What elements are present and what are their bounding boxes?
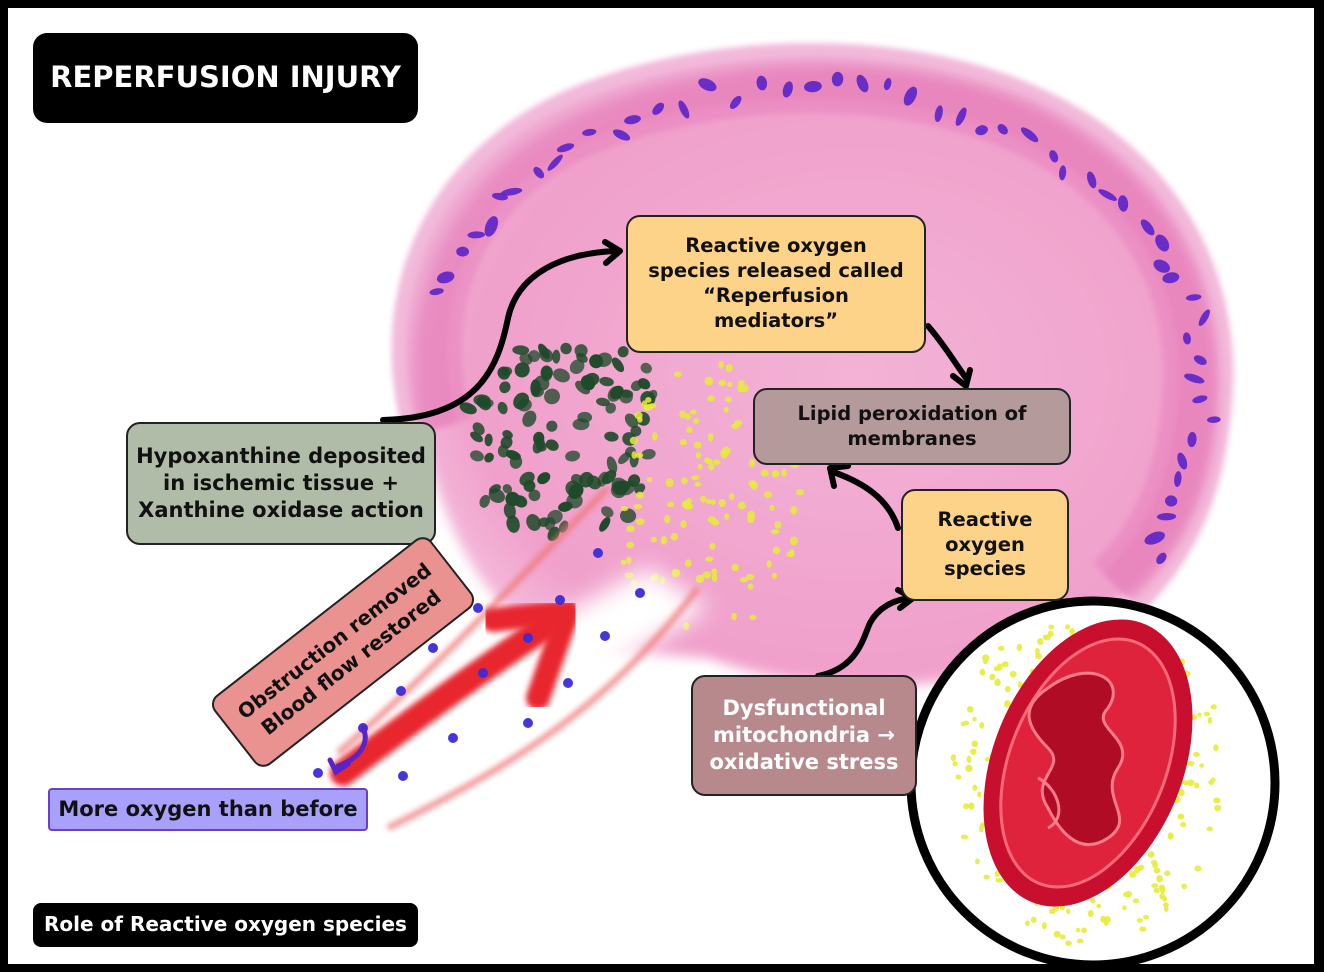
arrow-ros-to-lipid — [925, 323, 969, 381]
mitochondria-inset — [906, 596, 1280, 964]
footer-caption: Role of Reactive oxygen species — [33, 903, 418, 947]
dysfunctional-mitochondria-box: Dysfunctional mitochondria → oxidative s… — [691, 675, 917, 796]
tissue-nuclei — [429, 71, 1221, 565]
oxygen-molecules — [313, 548, 645, 781]
blood-flow-arrow — [330, 607, 569, 786]
hypoxanthine-box: Hypoxanthine deposited in ischemic tissu… — [126, 422, 436, 545]
heart-tissue — [391, 43, 1234, 687]
page-title: REPERFUSION INJURY — [33, 33, 418, 123]
more-oxygen-box: More oxygen than before — [48, 788, 368, 831]
diagram-frame: REPERFUSION INJURY Reactive oxygen speci… — [8, 8, 1314, 964]
arrow-mito-to-ros — [815, 595, 913, 679]
necrotic-cells — [459, 342, 658, 542]
illustration — [308, 43, 1280, 964]
lipid-peroxidation-box: Lipid peroxidation of membranes — [753, 388, 1071, 465]
arrow-hypo-to-ros — [380, 248, 619, 423]
arrow-ros-to-lipid-2 — [833, 470, 901, 531]
oxygen-curve-arrow — [335, 725, 368, 769]
ros-box: Reactive oxygen species — [901, 489, 1069, 601]
ros-released-box: Reactive oxygen species released called … — [626, 215, 926, 353]
